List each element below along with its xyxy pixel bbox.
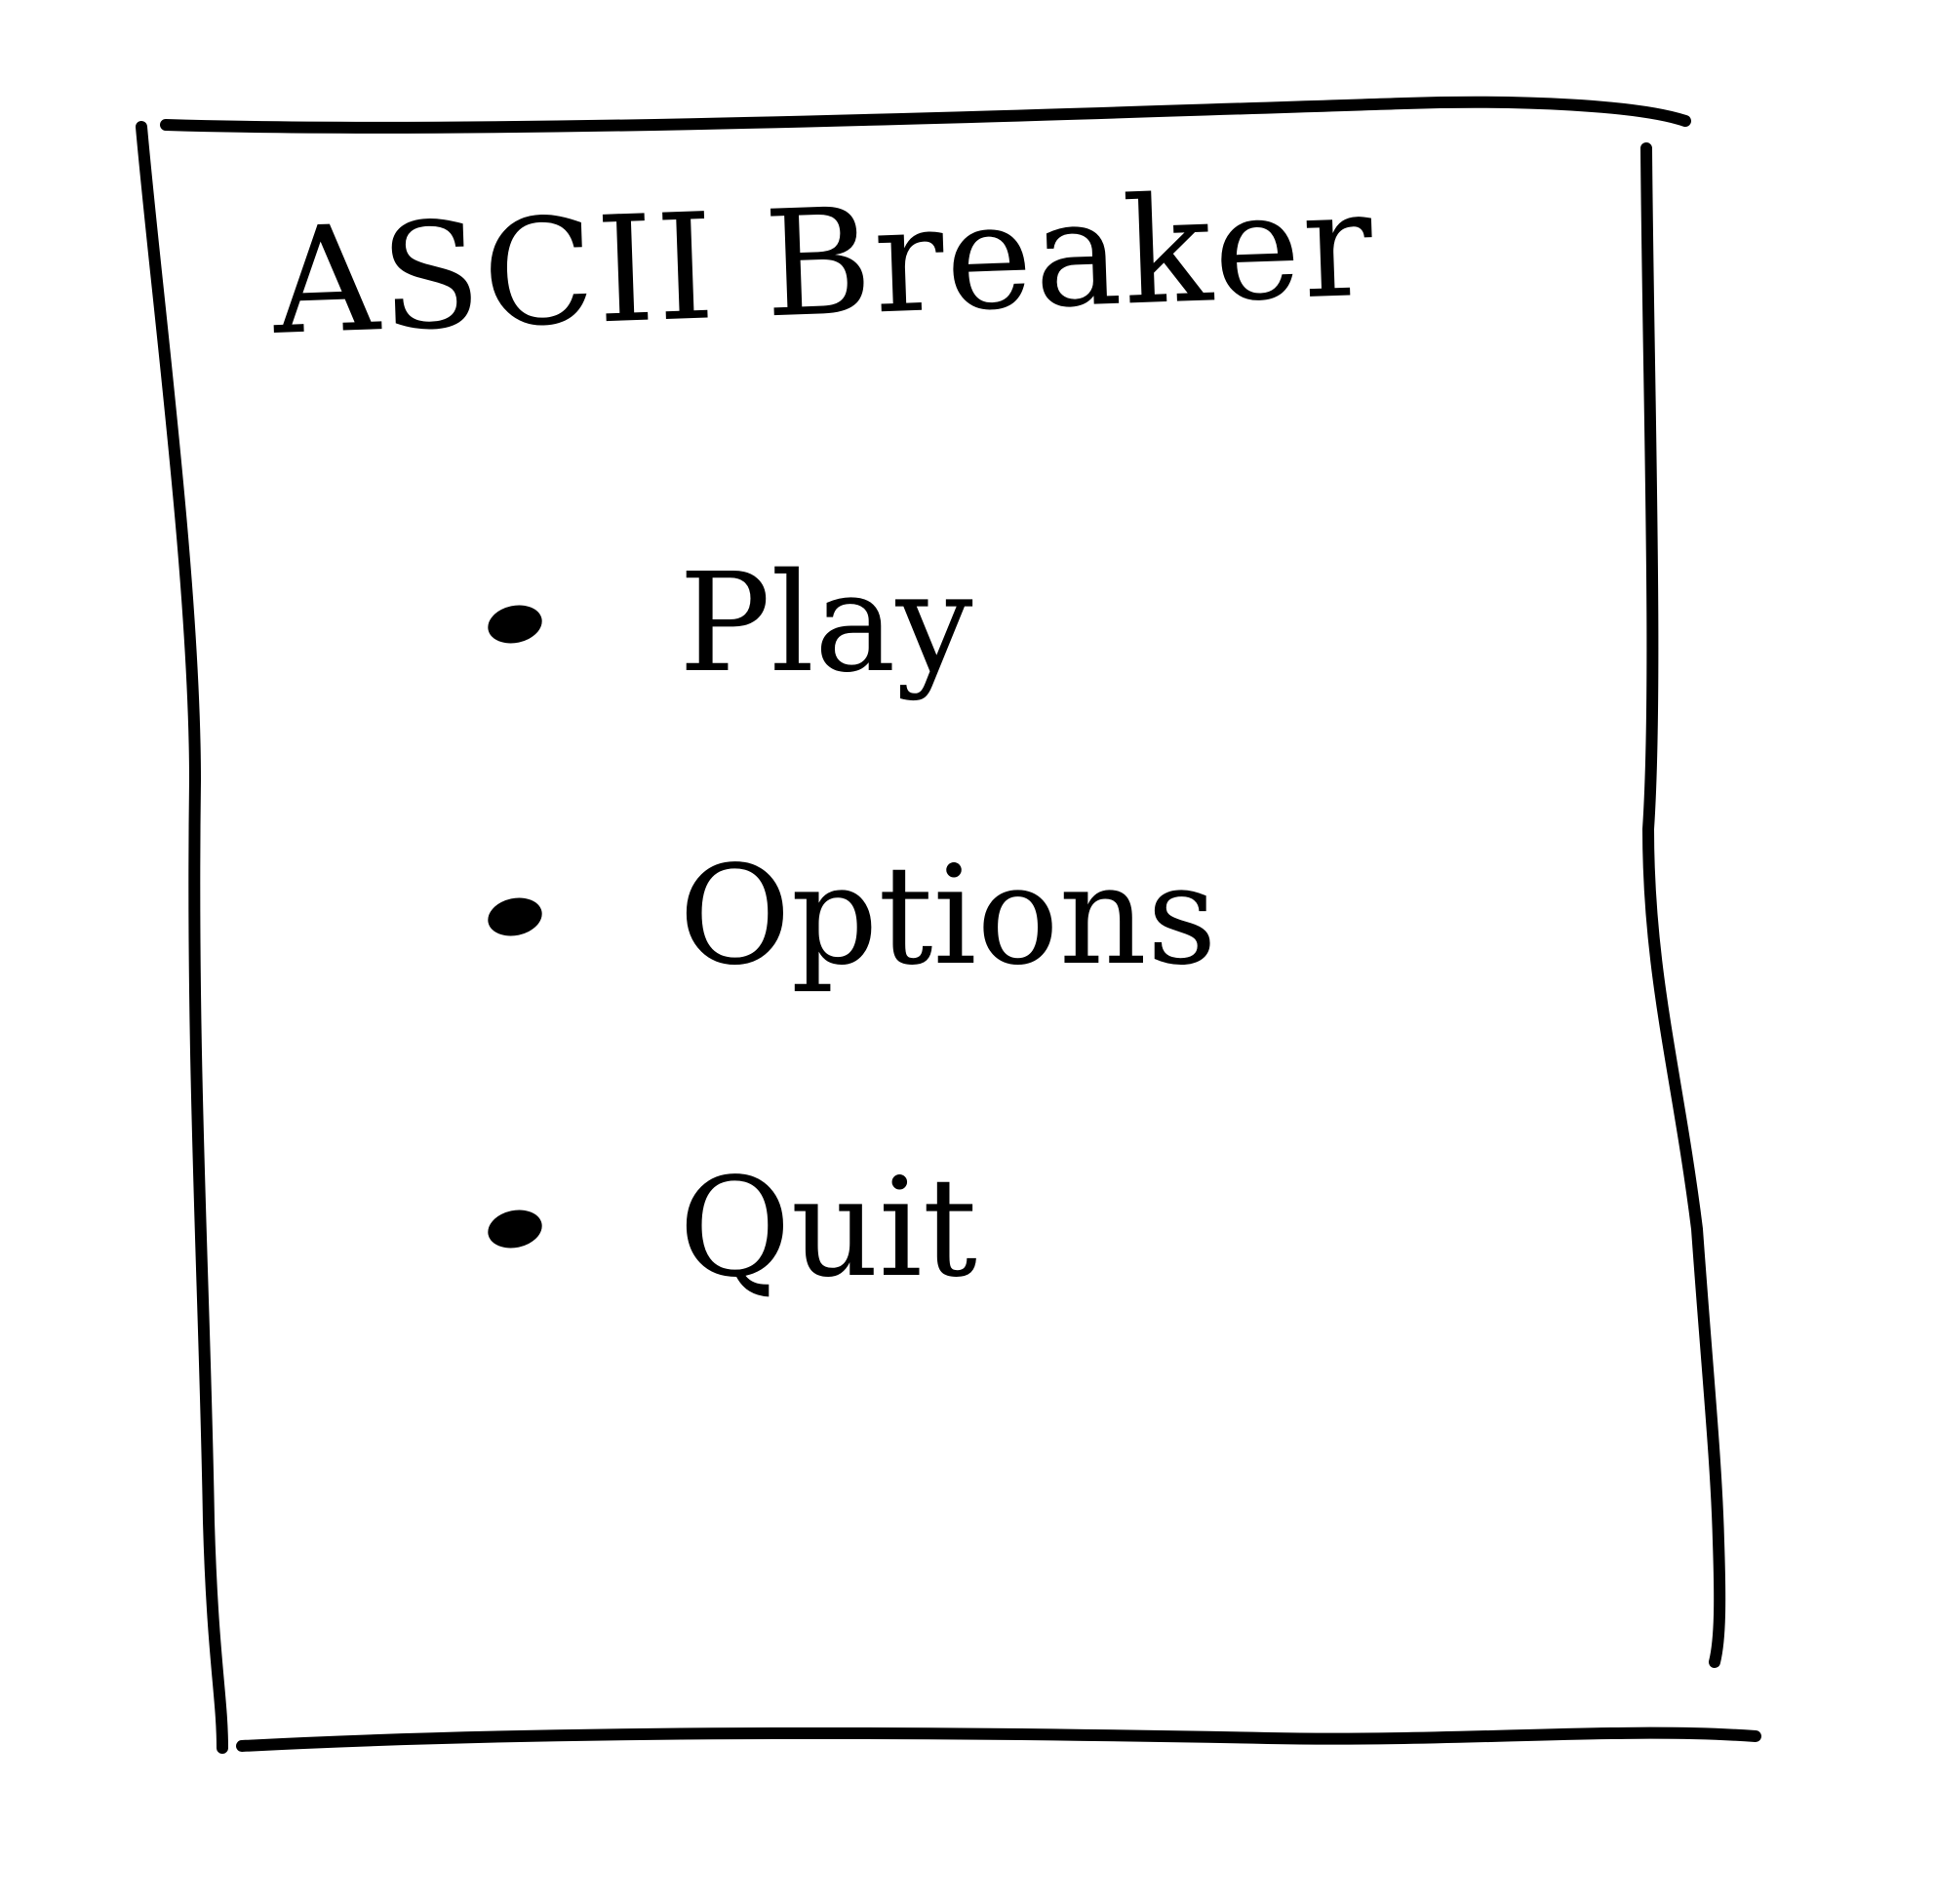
- frame-right-edge: [1640, 142, 1726, 1668]
- frame-bottom-edge: [236, 1726, 1761, 1752]
- menu-item-label: Quit: [679, 1149, 977, 1308]
- menu-item-options[interactable]: Options: [484, 819, 1365, 1014]
- game-title: ASCII Breaker: [269, 159, 1377, 368]
- menu-item-label: Play: [679, 544, 973, 703]
- frame-top-edge: [160, 96, 1691, 134]
- menu-item-play[interactable]: Play: [484, 527, 1365, 722]
- menu-item-label: Options: [679, 837, 1217, 996]
- bullet-icon: [484, 1205, 546, 1253]
- main-menu: Play Options Quit: [484, 527, 1365, 1307]
- bullet-icon: [484, 600, 546, 649]
- menu-item-quit[interactable]: Quit: [484, 1131, 1365, 1327]
- bullet-icon: [484, 892, 546, 941]
- frame-left-edge: [136, 121, 228, 1754]
